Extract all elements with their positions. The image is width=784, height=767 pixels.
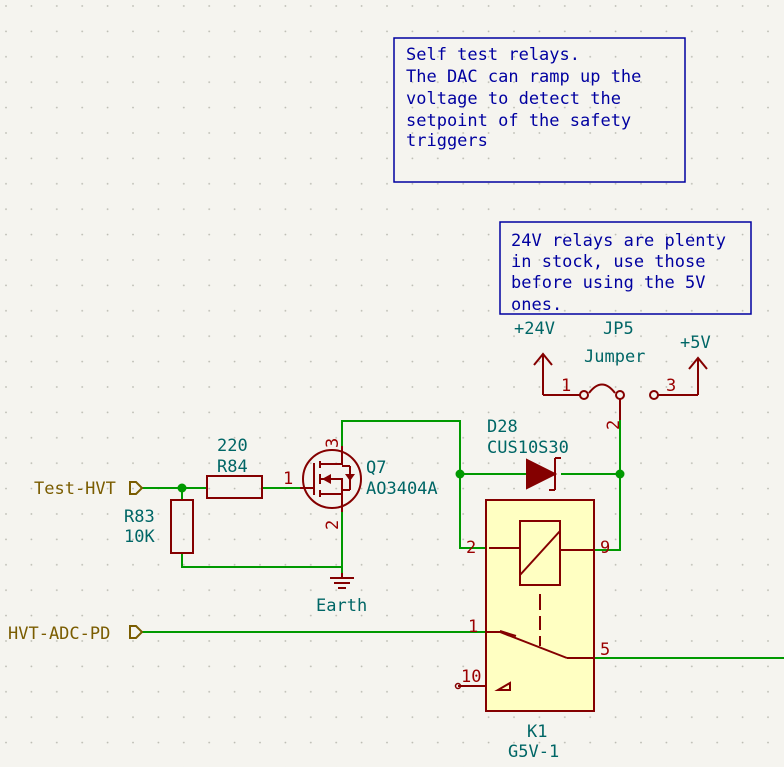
r84-value: 220 xyxy=(217,436,248,456)
d28-ref: D28 xyxy=(487,417,518,437)
test-hvt-label-text: Test-HVT xyxy=(34,479,116,499)
self-test-note: Self test relays. The DAC can ramp up th… xyxy=(393,37,686,183)
k1-ref: K1 xyxy=(527,722,547,742)
self-test-note-line3: voltage to detect the xyxy=(406,89,621,109)
power-5v-label: +5V xyxy=(680,333,711,353)
jp5-ref: JP5 xyxy=(603,319,634,339)
relay-k1[interactable]: 2 9 1 5 10 K1 G5V-1 xyxy=(454,499,611,762)
test-hvt-label[interactable]: Test-HVT xyxy=(34,479,144,499)
junction-dot xyxy=(177,483,187,493)
power-5v: +5V xyxy=(658,333,711,396)
self-test-note-line2: The DAC can ramp up the xyxy=(406,67,641,87)
jp5-pin2: 2 xyxy=(604,420,624,430)
k1-value: G5V-1 xyxy=(508,742,559,762)
junction-dot xyxy=(455,469,465,479)
k1-pin5: 5 xyxy=(600,640,610,660)
power-24v-label: +24V xyxy=(514,319,555,339)
d28-value: CUS10S30 xyxy=(487,438,569,458)
jp5-value: Jumper xyxy=(584,347,645,367)
self-test-note-line1: Self test relays. xyxy=(406,45,580,65)
resistor-r83[interactable]: R83 10K xyxy=(124,499,194,554)
q7-pin3: 3 xyxy=(323,438,343,448)
relays-note: 24V relays are plenty in stock, use thos… xyxy=(499,221,752,315)
resistor-r84[interactable]: 220 R84 1 xyxy=(206,436,293,499)
hvt-adc-pd-label[interactable]: HVT-ADC-PD xyxy=(8,624,144,644)
junction-dot xyxy=(615,469,625,479)
k1-pin2: 2 xyxy=(466,538,476,558)
earth-symbol: Earth xyxy=(316,573,367,616)
relays-note-line2: in stock, use those xyxy=(511,252,705,272)
r84-pin1: 1 xyxy=(283,469,293,489)
q7-pin2: 2 xyxy=(323,520,343,530)
diode-d28[interactable]: D28 CUS10S30 xyxy=(487,417,569,491)
k1-pin9: 9 xyxy=(600,538,610,558)
power-24v: +24V xyxy=(514,319,580,396)
r83-ref: R83 xyxy=(124,507,155,527)
self-test-note-line5: triggers xyxy=(406,131,488,151)
self-test-note-line4: setpoint of the safety xyxy=(406,111,631,131)
relays-note-line1: 24V relays are plenty xyxy=(511,231,726,251)
r83-value: 10K xyxy=(124,527,155,547)
mosfet-q7[interactable]: Q7 AO3404A 3 2 xyxy=(300,438,438,530)
k1-pin1: 1 xyxy=(468,617,478,637)
q7-ref: Q7 xyxy=(366,458,386,478)
jp5-pin1: 1 xyxy=(561,376,571,396)
hvt-adc-pd-label-text: HVT-ADC-PD xyxy=(8,624,110,644)
relays-note-line4: ones. xyxy=(511,295,562,315)
jumper-jp5[interactable]: JP5 Jumper 1 3 2 xyxy=(561,319,676,430)
q7-value: AO3404A xyxy=(366,479,438,499)
relays-note-line3: before using the 5V xyxy=(511,273,705,293)
k1-pin10: 10 xyxy=(461,667,481,687)
r84-ref: R84 xyxy=(217,457,248,477)
jp5-pin3: 3 xyxy=(666,376,676,396)
earth-label: Earth xyxy=(316,596,367,616)
